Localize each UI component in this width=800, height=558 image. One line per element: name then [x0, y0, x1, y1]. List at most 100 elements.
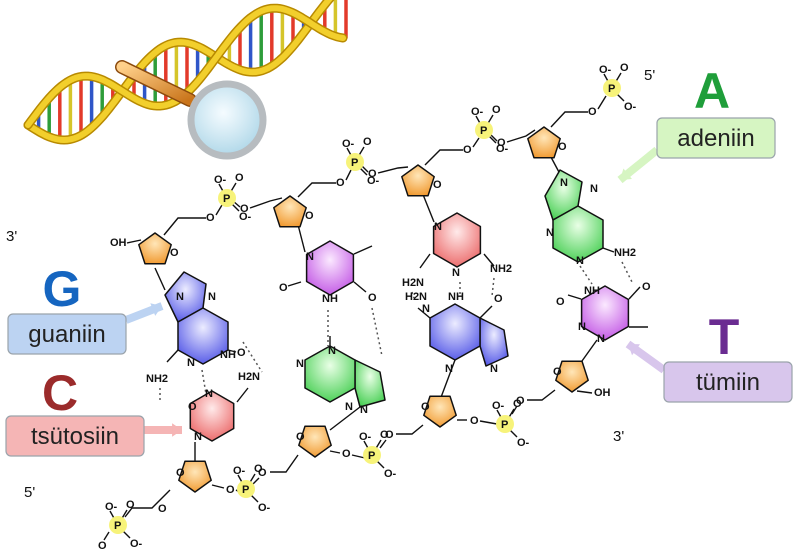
phosphate-oxygen-minus: O-	[342, 138, 355, 150]
n: N	[296, 358, 304, 370]
guanine-pyrimidine	[177, 307, 229, 365]
n: N	[590, 183, 598, 195]
bridge-oxygen: O	[516, 395, 525, 407]
n: N	[422, 303, 430, 315]
base-tsütosiin-box	[5, 415, 145, 457]
nh: NH	[584, 285, 600, 297]
phosphate-oxygen-minus: O-	[233, 465, 246, 477]
hydrogen-bond	[491, 277, 495, 297]
bridge-oxygen: O	[240, 203, 249, 215]
dna-helix-magnifier-illustration	[23, 0, 348, 160]
n: N	[434, 221, 442, 233]
adenine-pyrimidine	[304, 345, 356, 403]
backbone-link	[249, 197, 283, 209]
backbone-link	[527, 389, 556, 401]
n: N	[576, 255, 584, 267]
base-guaniin-name: guaniin	[28, 321, 105, 348]
backbone-link	[424, 149, 463, 166]
backbone-link	[396, 424, 424, 435]
phosphate-oxygen: O	[235, 172, 244, 184]
glycosidic-bond	[154, 267, 166, 291]
end-5prime-bottom: 5'	[24, 484, 35, 501]
bond	[419, 253, 431, 269]
phosphate-oxygen-minus: O-	[599, 64, 612, 76]
bond	[103, 531, 110, 541]
carbonyl-o: O	[279, 282, 288, 294]
bond	[567, 294, 582, 300]
carbonyl-o: O	[642, 281, 651, 293]
bond	[252, 477, 260, 485]
phosphate-oxygen-minus: O-	[517, 437, 530, 449]
n: N	[187, 357, 195, 369]
bond	[211, 484, 225, 489]
sugar-oxygen: O	[296, 431, 305, 443]
nh: NH	[448, 291, 464, 303]
bond	[351, 454, 366, 459]
n: N	[452, 267, 460, 279]
glycosidic-bond	[329, 406, 361, 431]
bridge-oxygen: O	[336, 177, 345, 189]
phosphate-oxygen-minus: O-	[367, 175, 380, 187]
phosphate-highlight	[237, 480, 255, 498]
base-tümiin-arrowhead	[628, 344, 640, 356]
phosphorus: P	[223, 193, 230, 205]
atom-labels: OOOOOOOOPO-OO-PO-OO-PO-OO-PO-OO-PO-OO-PO…	[98, 62, 651, 552]
strand-end-labels: 5' 3' 3' 5'	[6, 67, 655, 501]
amino: NH2	[490, 263, 512, 275]
bond	[597, 95, 607, 110]
sugar-c1	[401, 164, 435, 197]
nh: NH	[220, 349, 236, 361]
hydrogen-bond	[242, 341, 263, 373]
glycosidic-bond	[439, 359, 456, 401]
phosphate-oxygen: O	[363, 136, 372, 148]
base-guaniin-box	[7, 313, 127, 355]
guanine-pyrimidine-2	[429, 303, 481, 361]
base-tsütosiin-arrowhead	[172, 423, 182, 437]
sugar-oxygen: O	[305, 210, 314, 222]
thymine-ring-2	[580, 285, 630, 341]
sugar-oxygen: O	[558, 141, 567, 153]
bond	[379, 439, 387, 449]
n: N	[194, 431, 202, 443]
phosphate-oxygen-minus: O-	[258, 502, 271, 514]
phosphorus: P	[480, 125, 487, 137]
bond	[166, 349, 179, 363]
sugar-oxygen: O	[433, 179, 442, 191]
backbone-bonds	[103, 72, 648, 541]
sugar-a2	[298, 425, 332, 458]
phosphorus: P	[114, 520, 121, 532]
n: N	[345, 401, 353, 413]
phosphate-oxygen-minus: O-	[105, 501, 118, 513]
magnifier-lens	[187, 80, 267, 160]
phosphate-oxygen-minus: O-	[239, 211, 252, 223]
hydroxyl: OH	[594, 387, 611, 399]
n: N	[546, 227, 554, 239]
molecule-rings	[109, 79, 630, 534]
adenine-pyrimidine-2	[552, 205, 604, 263]
bridge-oxygen: O	[226, 484, 235, 496]
base-tümiin-box	[663, 361, 793, 403]
amino: NH2	[614, 247, 636, 259]
thymine-ring	[305, 240, 355, 296]
hydrogen-bond	[411, 291, 415, 299]
sugar-g	[138, 232, 172, 265]
bridge-oxygen: O	[206, 212, 215, 224]
backbone-link	[163, 217, 206, 236]
magnifier-handle	[116, 61, 196, 106]
bond	[353, 281, 367, 293]
bond	[236, 387, 249, 403]
phosphate-highlight	[496, 415, 514, 433]
phosphate-oxygen-minus: O-	[359, 431, 372, 443]
phosphorus: P	[351, 157, 358, 169]
base-guaniin-arrowhead	[150, 303, 162, 316]
bond	[472, 137, 480, 148]
phosphate-oxygen: O	[98, 540, 107, 552]
phosphate-oxygen-minus: O-	[624, 101, 637, 113]
phosphate-oxygen: O	[620, 62, 629, 74]
bond	[126, 239, 142, 244]
cytosine-ring-2	[189, 390, 235, 442]
base-tsütosiin-name: tsütosiin	[31, 423, 119, 450]
helix-strand	[25, 0, 333, 144]
phosphate-oxygen-minus: O-	[130, 538, 143, 550]
